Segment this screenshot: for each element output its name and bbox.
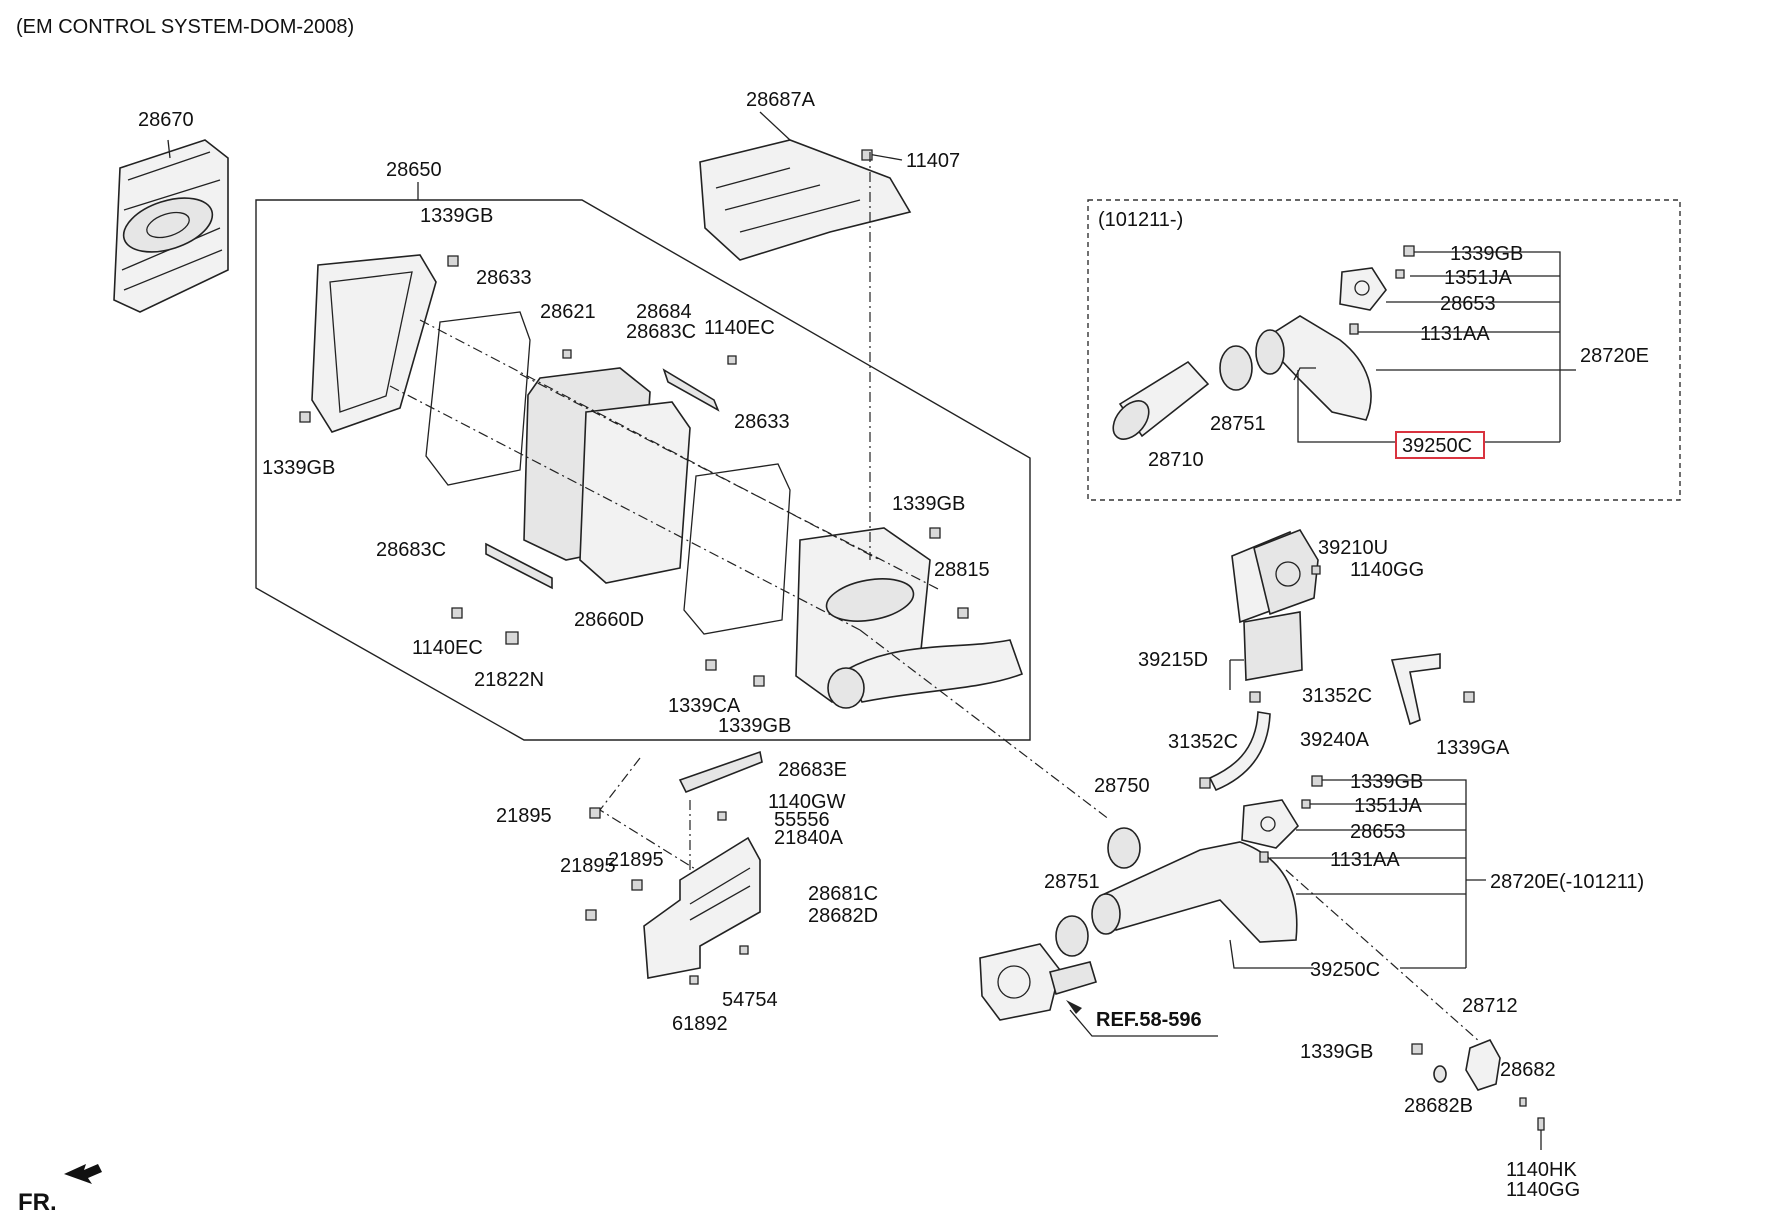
label-28815: 28815 (934, 559, 990, 581)
inset-label-28653: 28653 (1440, 293, 1496, 315)
inset-label-28751: 28751 (1210, 413, 1266, 435)
inset-label-28720E: 28720E (1580, 345, 1649, 367)
hanger-28712 (1465, 1038, 1501, 1091)
inset-pipe-28710 (1112, 360, 1210, 440)
inset-label-1351JA: 1351JA (1444, 267, 1512, 289)
label-11407: 11407 (906, 150, 960, 172)
highlight-box-39250C (1395, 431, 1485, 459)
label-61892: 61892 (672, 1013, 728, 1035)
inset-pipe-28720E (1255, 315, 1372, 421)
label-1339GB-e: 1339GB (1350, 771, 1423, 793)
heat-shield-28687A (699, 111, 912, 261)
label-39215D: 39215D (1138, 649, 1208, 671)
label-1140GG-a: 1140GG (1350, 559, 1424, 581)
label-1351JA: 1351JA (1354, 795, 1422, 817)
label-28681C: 28681C (808, 883, 878, 905)
label-28650: 28650 (386, 159, 442, 181)
label-28750: 28750 (1094, 775, 1150, 797)
label-21895-b: 21895 (608, 849, 664, 871)
label-21822N: 21822N (474, 669, 544, 691)
throttle-body (979, 943, 1097, 1021)
bracket-39215D (1243, 611, 1303, 681)
label-28687A: 28687A (746, 89, 816, 111)
label-54754: 54754 (722, 989, 778, 1011)
hanger-bracket-28681C (643, 836, 761, 979)
label-28670: 28670 (138, 109, 194, 131)
label-28633-b: 28633 (734, 411, 790, 433)
label-31352C-a: 31352C (1302, 685, 1372, 707)
label-1339GA: 1339GA (1436, 737, 1510, 759)
label-1339GB-b: 1339GB (262, 457, 335, 479)
front-orientation-label: FR. (18, 1189, 57, 1211)
inset-label-1339GB: 1339GB (1450, 243, 1523, 265)
inset-label-39250C: 39250C (1402, 435, 1472, 457)
inset-label-1131AA: 1131AA (1420, 323, 1490, 345)
label-1140EC-b: 1140EC (412, 637, 483, 659)
label-55556: 55556 (774, 809, 830, 831)
label-28684: 28684 (636, 301, 692, 323)
label-1140EC-a: 1140EC (704, 317, 775, 339)
label-1140GG-b: 1140GG (1506, 1179, 1580, 1201)
label-1339GB-c: 1339GB (892, 493, 965, 515)
reference-link[interactable]: REF.58-596 (1096, 1009, 1202, 1031)
pipe-28720E-old (1091, 841, 1298, 943)
gasket-28633-b (683, 463, 791, 635)
label-28683E: 28683E (778, 759, 847, 781)
label-28621: 28621 (540, 301, 596, 323)
label-1140HK: 1140HK (1506, 1159, 1577, 1181)
label-31352C-b: 31352C (1168, 731, 1238, 753)
flange-28653 (1241, 799, 1300, 849)
inset-label: (101211-) (1098, 209, 1183, 231)
label-21895-a: 21895 (496, 805, 552, 827)
label-21895-c: 21895 (560, 855, 616, 877)
label-28683C-b: 28683C (376, 539, 446, 561)
label-1339GB-d: 1339GB (718, 715, 791, 737)
muffler-shell-left (311, 254, 437, 433)
front-arrow-icon (64, 1164, 102, 1184)
bracket-28683E (678, 750, 763, 794)
label-39240A: 39240A (1300, 729, 1370, 751)
muffler-body-28660D (523, 367, 691, 584)
muffler-front-with-pipe (795, 527, 1024, 709)
clamp-28751 (1055, 915, 1089, 957)
label-1339GB-f: 1339GB (1300, 1041, 1373, 1063)
inset-clamp-28751 (1219, 345, 1253, 391)
gasket-28633-a (425, 311, 531, 486)
diagram-title: (EM CONTROL SYSTEM-DOM-2008) (16, 16, 354, 38)
label-1140GW: 1140GW (768, 791, 846, 813)
heat-shield-28670 (113, 139, 229, 313)
label-21840A: 21840A (774, 827, 844, 849)
label-28712: 28712 (1462, 995, 1518, 1017)
assembly-frame-28650 (255, 199, 1031, 741)
clamp-28750 (1107, 827, 1141, 869)
label-28682B: 28682B (1404, 1095, 1473, 1117)
hose-39240A (1208, 711, 1271, 792)
label-28660D: 28660D (574, 609, 644, 631)
label-1339GB-a: 1339GB (420, 205, 493, 227)
label-28653: 28653 (1350, 821, 1406, 843)
inset-box-101211 (1087, 199, 1681, 501)
label-28720E-old: 28720E(-101211) (1490, 871, 1644, 893)
bracket-1339GA (1390, 653, 1441, 726)
label-28683C-a: 28683C (626, 321, 696, 343)
label-28682: 28682 (1500, 1059, 1556, 1081)
label-28633-a: 28633 (476, 267, 532, 289)
label-28751: 28751 (1044, 871, 1100, 893)
inset-label-28710: 28710 (1148, 449, 1204, 471)
label-39250C: 39250C (1310, 959, 1380, 981)
label-1339CA: 1339CA (668, 695, 741, 717)
label-39210U: 39210U (1318, 537, 1388, 559)
label-1131AA: 1131AA (1330, 849, 1400, 871)
inset-flange-28653 (1339, 267, 1387, 311)
actuator-39210U (1231, 529, 1319, 624)
label-28682D: 28682D (808, 905, 878, 927)
